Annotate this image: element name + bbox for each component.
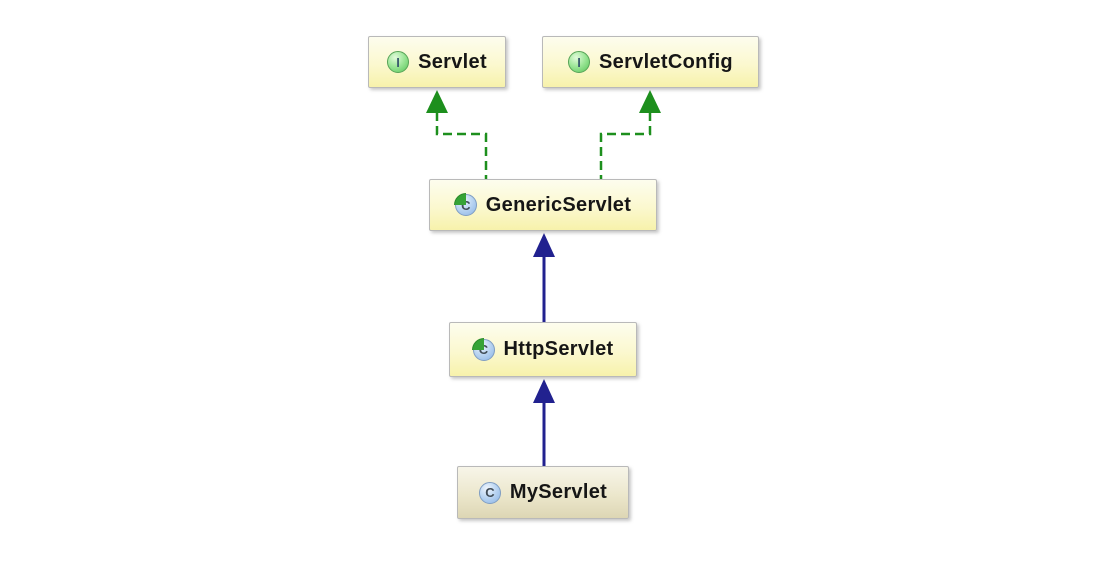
node-label-httpservlet: HttpServlet [503,338,614,360]
arrowhead-extends-httpservlet [533,379,555,403]
node-label-myservlet: MyServlet [509,481,608,503]
class-icon-letter: C [478,342,489,357]
arrowhead-implements-servlet [426,90,448,113]
edge-myservlet-extends-httpservlet [533,379,555,466]
edge-httpservlet-extends-genericservlet [533,233,555,322]
class-icon: C [453,193,477,216]
edge-genericservlet-implements-servlet [426,90,488,179]
arrowhead-implements-servletconfig [639,90,661,113]
interface-icon-letter: I [577,54,581,70]
arrowhead-extends-genericservlet [533,233,555,257]
class-node-myservlet[interactable]: C MyServlet [457,466,629,519]
class-icon: C [471,337,495,361]
node-label-servletconfig: ServletConfig [599,50,733,73]
class-node-servlet[interactable]: I Servlet [368,36,506,88]
interface-icon: I [568,51,591,73]
edge-genericservlet-implements-servletconfig [599,90,661,179]
interface-icon: I [387,51,410,73]
node-label-genericservlet: GenericServlet [485,193,632,216]
class-icon-letter: C [461,197,471,213]
class-icon-letter: C [485,485,495,500]
class-node-httpservlet[interactable]: C HttpServlet [449,322,637,377]
class-node-genericservlet[interactable]: C GenericServlet [429,179,657,231]
node-label-servlet: Servlet [418,50,487,73]
class-node-servletconfig[interactable]: I ServletConfig [542,36,759,88]
class-icon: C [478,481,501,504]
library-class-arc [471,337,484,350]
library-class-arc [453,193,466,205]
interface-icon-letter: I [396,54,400,70]
